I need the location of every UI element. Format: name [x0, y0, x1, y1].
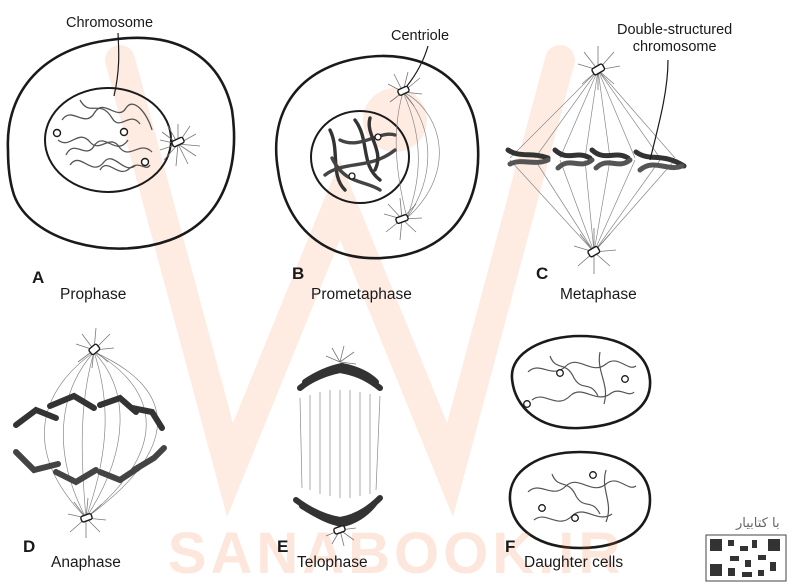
cell-prometaphase: [276, 46, 478, 258]
phase-label-metaphase: Metaphase: [560, 286, 637, 304]
panel-letter-f: F: [505, 537, 515, 557]
phase-label-telophase: Telophase: [297, 554, 368, 572]
daughter-top-chromatin: [528, 352, 636, 404]
daughter-bottom-chromatin: [528, 470, 636, 522]
cell-anaphase: [16, 328, 164, 538]
phase-label-prophase: Prophase: [60, 286, 126, 304]
telophase-spindle: [300, 390, 380, 498]
cell-metaphase: [508, 46, 684, 274]
callout-double-structured-line2: chromosome: [617, 39, 732, 56]
telophase-chromosomes-top: [300, 366, 380, 388]
anaphase-spindle: [44, 352, 157, 518]
panel-letter-c: C: [536, 264, 548, 284]
daughter-cells: [510, 336, 650, 548]
callout-chromosome: Chromosome: [66, 15, 153, 32]
callout-double-structured-chromosome: Double-structured chromosome: [617, 22, 732, 56]
anaphase-chromosomes-lower: [16, 448, 164, 482]
publisher-text: با کتابیار: [736, 516, 780, 531]
daughter-cell-top: [512, 336, 650, 428]
phase-label-anaphase: Anaphase: [51, 554, 121, 572]
cell-telophase: [296, 346, 380, 546]
phase-label-prometaphase: Prometaphase: [311, 286, 412, 304]
callout-centriole: Centriole: [391, 28, 449, 45]
panel-letter-b: B: [292, 264, 304, 284]
panel-letter-d: D: [23, 537, 35, 557]
prometaphase-centriole-bottom: [395, 214, 408, 224]
panel-letter-a: A: [32, 268, 44, 288]
callout-double-structured-line1: Double-structured: [617, 22, 732, 39]
telophase-aster-top: [326, 346, 356, 364]
anaphase-chromosomes-upper: [16, 396, 162, 428]
prophase-centriole: [171, 137, 184, 148]
phase-label-daughter-cells: Daughter cells: [524, 554, 623, 572]
panel-letter-e: E: [277, 537, 288, 557]
metaphase-centriole-top: [591, 63, 605, 75]
